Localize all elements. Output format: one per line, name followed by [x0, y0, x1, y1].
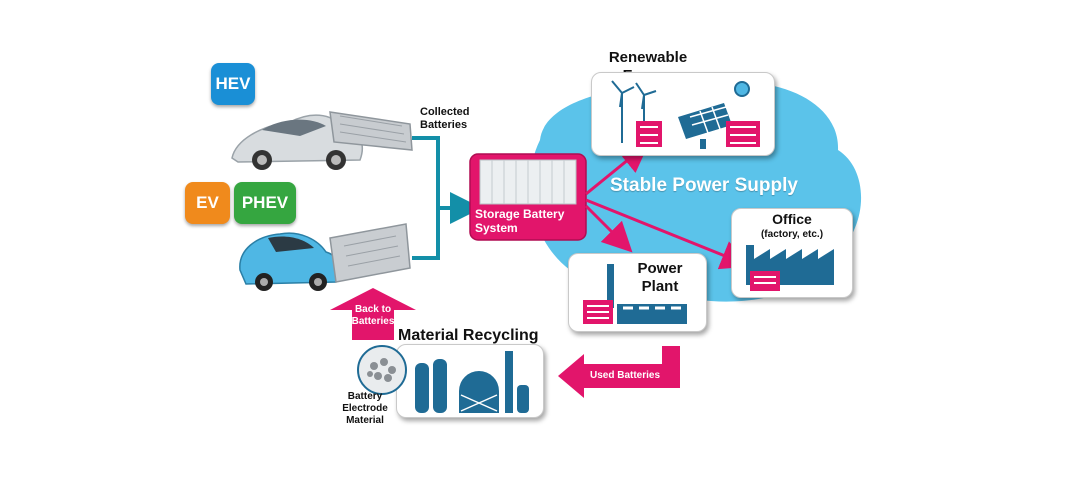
hev-badge: HEV: [211, 63, 255, 105]
renewable-energy-icons: [611, 80, 760, 149]
used-batteries-arrow: [558, 346, 680, 398]
recycling-plant-icon: [415, 351, 529, 413]
renewable-line-1: Renewable: [608, 49, 688, 66]
electrode-line-3: Material: [346, 415, 384, 426]
used-batteries-label: Used Batteries: [590, 370, 661, 381]
distribution-arrows: [584, 142, 752, 270]
battery-electrode-material-icon: [357, 345, 407, 395]
power-plant-line-2: Plant: [641, 278, 679, 295]
ev-car-image: [239, 232, 340, 291]
phev-badge: PHEV: [234, 182, 296, 224]
electrode-line-2: Electrode: [342, 403, 388, 414]
storage-line-1: Storage Battery: [475, 207, 565, 221]
storage-battery-system-label: Storage Battery System: [475, 207, 564, 235]
back-line-2: Batteries: [351, 316, 395, 327]
storage-battery-system-box: [469, 153, 587, 241]
hev-car-image: [231, 114, 364, 170]
battery-electrode-material-label: Battery Electrode Material: [337, 391, 393, 427]
power-plant-card: Power Plant: [568, 253, 707, 332]
collected-batteries-connector: [412, 136, 482, 260]
power-plant-label: Power Plant: [627, 260, 693, 296]
material-recycling-label: Material Recycling: [398, 327, 539, 344]
ev-battery-pack-image: [329, 223, 411, 283]
power-plant-line-1: Power: [637, 260, 683, 277]
factory-icon: [746, 245, 834, 291]
office-card: Office (factory, etc.): [731, 208, 853, 298]
collected-batteries-label: Collected Batteries: [420, 106, 470, 132]
power-plant-icon: [583, 264, 687, 324]
material-recycling-card: [396, 344, 544, 418]
ev-badge: EV: [185, 182, 230, 224]
collected-line-1: Collected: [420, 106, 470, 118]
office-label: Office: [772, 211, 812, 227]
stable-power-supply-label: Stable Power Supply: [610, 175, 798, 196]
back-to-batteries-arrow: [330, 288, 416, 340]
collected-line-2: Batteries: [420, 119, 468, 131]
office-sublabel: (factory, etc.): [760, 229, 824, 240]
hev-battery-pack-image: [329, 111, 413, 151]
renewable-energy-card: [591, 72, 775, 156]
storage-line-2: System: [475, 221, 518, 235]
electrode-line-1: Battery: [347, 391, 383, 402]
back-line-1: Back to: [354, 304, 392, 315]
back-to-batteries-label: Back to Batteries: [348, 304, 398, 328]
